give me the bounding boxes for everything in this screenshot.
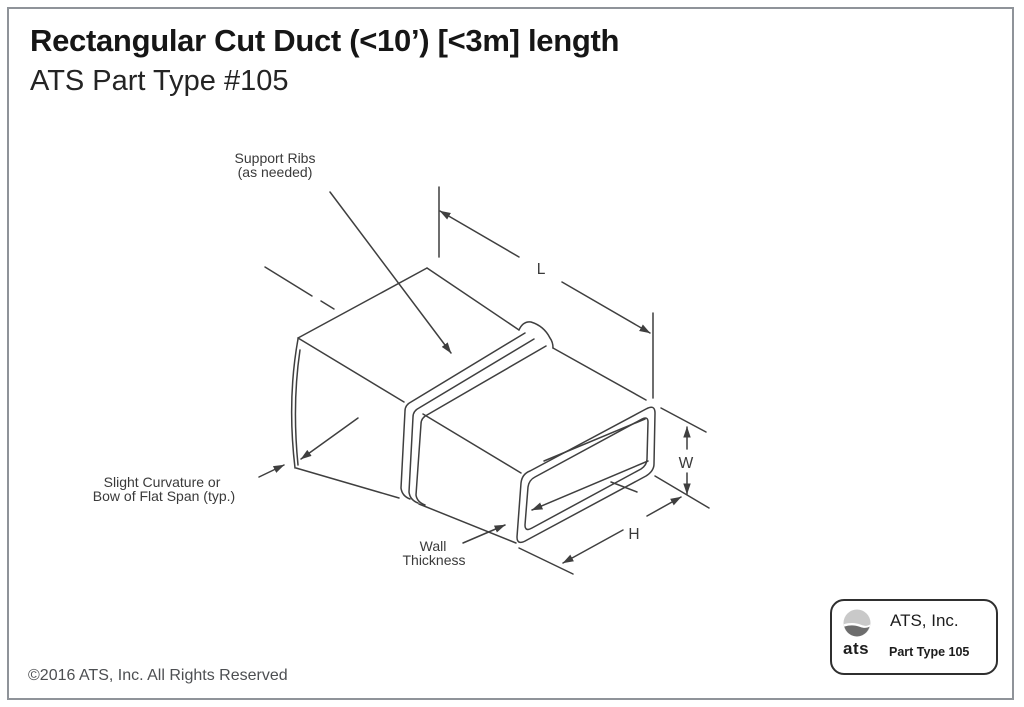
support-ribs-label-line1: Support Ribs xyxy=(235,150,316,166)
copyright-text: ©2016 ATS, Inc. All Rights Reserved xyxy=(28,667,288,684)
curvature-label-line2: Bow of Flat Span (typ.) xyxy=(93,488,235,504)
ats-logo-box: ats ATS, Inc. Part Type 105 xyxy=(830,599,998,675)
wall-thickness-inner-arrow xyxy=(531,460,649,511)
ats-logo-text: ats xyxy=(843,639,870,658)
dimension-W: W xyxy=(654,407,710,509)
H-label: H xyxy=(628,526,639,543)
wall-thickness-callout: Wall Thickness xyxy=(402,524,506,568)
W-label: W xyxy=(679,455,694,472)
duct-back-bowed-wall-outer xyxy=(290,338,299,469)
opening-outer-wall xyxy=(516,406,656,544)
support-rib-line-3 xyxy=(415,345,547,506)
break-marks xyxy=(264,266,638,493)
logo-company-name: ATS, Inc. xyxy=(890,611,959,630)
break-mark-back xyxy=(264,266,335,310)
wall-thickness-label-line1: Wall xyxy=(420,538,447,554)
support-ribs-callout: Support Ribs (as needed) xyxy=(235,150,452,354)
L-dimension-line-1 xyxy=(439,210,520,258)
curvature-arrow-right xyxy=(300,417,359,460)
support-ribs-label-line2: (as needed) xyxy=(238,164,313,180)
curvature-callout: Slight Curvature or Bow of Flat Span (ty… xyxy=(93,417,359,504)
duct-open-end xyxy=(516,406,656,544)
L-dimension-line-2 xyxy=(561,281,651,334)
duct-left-face-top-edge xyxy=(297,337,522,474)
duct-top-back-edge xyxy=(297,267,428,339)
duct-back-bowed-wall-inner xyxy=(294,349,301,466)
curvature-arrow-left xyxy=(258,464,285,478)
support-rib-line-2 xyxy=(408,338,535,504)
H-dimension-line-1 xyxy=(562,529,624,564)
L-label: L xyxy=(537,261,546,278)
duct-body xyxy=(290,267,647,544)
ats-sphere-logo-icon xyxy=(843,609,871,637)
dimension-L: L xyxy=(438,186,654,399)
support-rib-bump xyxy=(518,321,554,349)
W-extension-bottom xyxy=(654,475,710,509)
page-title: Rectangular Cut Duct (<10’) [<3m] length xyxy=(30,23,620,58)
opening-inner-wall xyxy=(524,417,649,531)
wall-thickness-leader xyxy=(462,524,506,544)
support-ribs-leader xyxy=(329,191,452,354)
H-dimension-line-2 xyxy=(646,496,682,517)
support-rib-band xyxy=(400,321,554,506)
W-extension-top xyxy=(660,407,707,433)
duct-top-right-edge xyxy=(426,267,647,401)
logo-part-type: Part Type 105 xyxy=(889,645,970,659)
interior-far-edge xyxy=(543,418,646,462)
curvature-label-line1: Slight Curvature or xyxy=(104,474,221,490)
H-extension-left xyxy=(518,547,574,575)
title-block: Rectangular Cut Duct (<10’) [<3m] length… xyxy=(30,22,619,99)
wall-thickness-label-line2: Thickness xyxy=(402,552,465,568)
dimension-H: H xyxy=(518,496,682,575)
support-rib-line-1 xyxy=(400,332,526,500)
duct-left-face-bottom-edge xyxy=(295,467,517,544)
page-subtitle: ATS Part Type #105 xyxy=(30,65,289,97)
break-mark-front xyxy=(610,481,638,493)
